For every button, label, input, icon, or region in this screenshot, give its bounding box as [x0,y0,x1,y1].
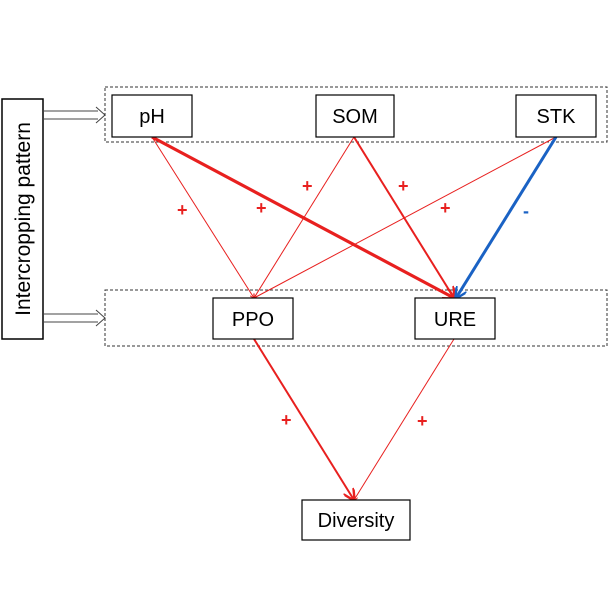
svg-text:SOM: SOM [332,106,378,128]
intercropping-pattern-label: Intercropping pattern [1,98,44,340]
sign-ph-ure: + [256,198,267,218]
sign-som-ure: + [398,176,409,196]
svg-text:Diversity: Diversity [318,510,395,532]
edge-ph-ure [151,135,454,298]
edge-ppo-diversity [253,338,354,500]
svg-text:Intercropping pattern: Intercropping pattern [12,122,35,316]
edge-stk-ure [456,136,558,298]
group-box-enzymes [104,289,608,347]
edge-ure-diversity [354,338,455,500]
node-ph: pH [111,94,193,138]
node-ure: URE [414,297,496,340]
svg-text:PPO: PPO [232,309,274,331]
node-som: SOM [315,94,395,138]
node-stk: STK [515,94,597,138]
svg-text:URE: URE [434,309,476,331]
edge-stk-ppo [254,136,557,298]
hollow-arrow-top [44,106,106,124]
node-ppo: PPO [212,297,294,340]
sign-ph-ppo: + [177,200,188,220]
sign-ure-diversity: + [417,411,428,431]
hollow-arrow-bottom [44,309,106,327]
svg-text:STK: STK [537,106,577,128]
sign-ppo-diversity: + [281,410,292,430]
node-diversity: Diversity [301,499,411,541]
edge-ph-ppo [151,136,254,298]
sign-stk-ure: - [523,201,529,221]
sign-stk-ppo: + [440,198,451,218]
sign-som-ppo: + [302,176,313,196]
edge-som-ppo [254,136,355,298]
svg-text:pH: pH [139,106,165,128]
